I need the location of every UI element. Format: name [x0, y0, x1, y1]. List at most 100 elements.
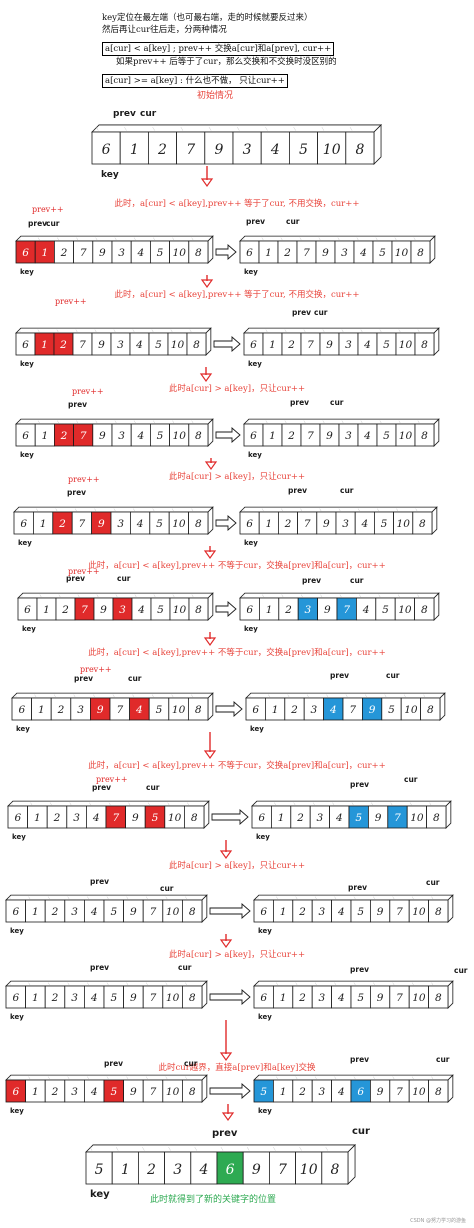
- cell-value: 2: [287, 430, 295, 442]
- cell-value: 8: [421, 604, 428, 616]
- cell-hatch: [168, 1146, 171, 1151]
- cell-value: 1: [265, 518, 272, 530]
- prevpp-label: prev++: [96, 775, 128, 784]
- arrow-head: [203, 637, 217, 647]
- cell-hatch: [246, 420, 249, 424]
- cell-value: 7: [81, 604, 88, 616]
- cell-hatch: [114, 237, 117, 241]
- step-right-array-side-face: [447, 1074, 454, 1103]
- step-right-array-side-face: [447, 894, 454, 923]
- cell-hatch: [360, 329, 363, 333]
- cell-hatch: [151, 694, 154, 698]
- cell-value: 6: [12, 906, 19, 918]
- step-right-array-top-face: [253, 1074, 454, 1081]
- cell-value: 4: [363, 430, 371, 442]
- cell-value: 3: [319, 992, 326, 1004]
- array-cell: [187, 697, 209, 721]
- key-label: key: [250, 725, 264, 733]
- cell-hatch: [303, 329, 306, 333]
- array-cell: [181, 985, 203, 1009]
- key-label: key: [256, 833, 270, 841]
- array-cell: [119, 131, 149, 165]
- cell-value: 8: [421, 339, 428, 351]
- cell-hatch: [403, 694, 406, 698]
- cell-hatch: [345, 694, 348, 698]
- step-right-array-top-face: [245, 692, 446, 699]
- key-label: key: [10, 1013, 24, 1021]
- step-left-array-side-face: [201, 980, 208, 1009]
- cell-hatch: [373, 896, 375, 900]
- cell-value: 10: [412, 1086, 426, 1098]
- array-cell: [295, 1151, 323, 1185]
- step-left-array-side-face: [207, 692, 214, 721]
- key-label: key: [258, 927, 272, 935]
- cell-hatch: [67, 896, 70, 900]
- cell-value: 4: [136, 430, 144, 442]
- cell-hatch: [20, 594, 23, 598]
- step-right-array-top-face: [243, 418, 440, 425]
- prevpp-label: prev++: [32, 205, 64, 214]
- cell-hatch: [341, 420, 344, 424]
- cell-hatch: [398, 420, 401, 424]
- cell-value: 7: [80, 430, 87, 442]
- cell-value: 4: [135, 339, 143, 351]
- array-cell: [260, 131, 290, 165]
- cell-hatch: [145, 982, 148, 986]
- cell-hatch: [133, 508, 135, 512]
- step-right-array-side-face: [439, 692, 446, 721]
- cell-hatch: [36, 508, 38, 512]
- cell-hatch: [300, 594, 303, 598]
- cell-hatch: [152, 508, 155, 512]
- cell-value: 10: [396, 518, 410, 530]
- cell-value: 5: [110, 1086, 117, 1098]
- cell-hatch: [180, 126, 184, 131]
- step-right-array-top-face: [253, 980, 454, 987]
- cell-hatch: [49, 802, 52, 806]
- cell-value: 8: [195, 247, 202, 259]
- cell-value: 1: [278, 812, 285, 824]
- cell-value: 3: [305, 604, 312, 616]
- cell-hatch: [87, 896, 89, 900]
- cell-hatch: [76, 237, 79, 241]
- cell-hatch: [325, 1146, 329, 1151]
- cell-hatch: [28, 982, 31, 986]
- prev-label: prev: [292, 308, 311, 317]
- cell-value: 6: [250, 430, 257, 442]
- cell-hatch: [314, 1076, 317, 1080]
- cell-hatch: [18, 420, 21, 424]
- step-caption: 此时，a[cur] < a[key],prev++ 不等于cur，交换a[pre…: [88, 647, 386, 658]
- cell-hatch: [73, 694, 76, 698]
- cell-value: 10: [166, 992, 180, 1004]
- cell-value: 2: [60, 247, 68, 259]
- cell-value: 9: [252, 1162, 261, 1178]
- cell-hatch: [95, 420, 98, 424]
- step-left-array-side-face: [207, 235, 214, 264]
- cell-value: 1: [32, 906, 39, 918]
- cell-hatch: [248, 694, 251, 698]
- intro-notes: key定位在最左端（也可最右端，走的时候就要反过来） 然后再让cur往后走，分两…: [102, 12, 402, 88]
- cell-value: 3: [119, 604, 126, 616]
- array-cell: [183, 805, 205, 829]
- key-label: key: [12, 833, 26, 841]
- cell-hatch: [322, 420, 325, 424]
- cell-hatch: [171, 694, 174, 698]
- cell-hatch: [353, 982, 356, 986]
- cell-hatch: [47, 1076, 50, 1080]
- step-left-array-top-face: [11, 692, 214, 699]
- cell-value: 6: [22, 430, 29, 442]
- array-cell: [412, 511, 433, 535]
- down-arrow: [219, 934, 233, 949]
- cell-value: 7: [394, 812, 401, 824]
- cell-hatch: [172, 237, 175, 241]
- cell-value: 3: [71, 1086, 78, 1098]
- prev-label: prev: [90, 877, 109, 886]
- cell-value: 2: [284, 518, 292, 530]
- cell-value: 9: [130, 1086, 137, 1098]
- prev-label: prev: [350, 780, 369, 789]
- cell-value: 9: [100, 604, 107, 616]
- cell-hatch: [256, 982, 259, 986]
- step-left-array-top-face: [5, 1074, 208, 1081]
